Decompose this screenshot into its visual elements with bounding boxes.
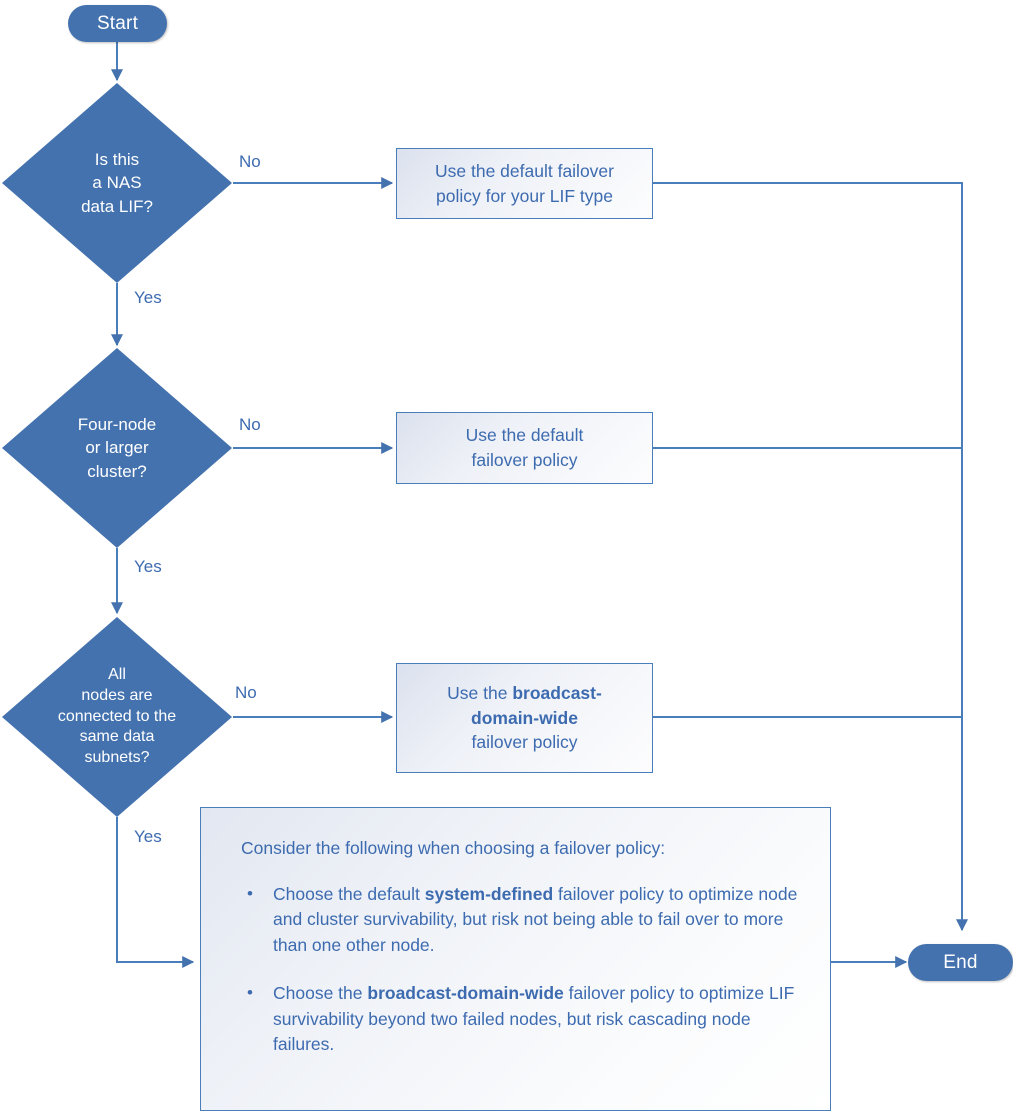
decision3-line5: subnets?	[84, 749, 150, 767]
edge-label-decision1-no: No	[239, 152, 261, 171]
node-decision1-label: Is this a NAS data LIF?	[2, 83, 232, 283]
edge-label-decision3-yes: Yes	[134, 827, 162, 846]
node-decision-is-nas-data-lif[interactable]: Is this a NAS data LIF?	[2, 83, 232, 283]
node-end-label: End	[943, 951, 978, 973]
bullet1-part1: Choose the default	[273, 883, 425, 904]
node-decision2-label: Four-node or larger cluster?	[2, 348, 232, 548]
edge-label-decision3-no: No	[235, 683, 257, 702]
node-start-label: Start	[96, 12, 139, 34]
bullet1-bold: system-defined	[424, 883, 554, 904]
decision1-line2: a NAS	[92, 173, 142, 193]
node-process-broadcast-domain-wide-failover-policy[interactable]: Use the broadcast- domain-wide failover …	[396, 663, 653, 773]
note-bullet-item: Choose the default system-defined failov…	[247, 882, 804, 959]
process2-line1: Use the default	[465, 425, 584, 446]
process2-text: Use the default failover policy	[466, 423, 584, 473]
node-decision-all-nodes-same-data-subnets[interactable]: All nodes are connected to the same data…	[2, 617, 232, 817]
note-lead-text: Consider the following when choosing a f…	[241, 838, 666, 858]
process2-line2: failover policy	[471, 450, 578, 470]
process3-pre: Use the	[447, 682, 513, 703]
node-process-use-default-failover-policy[interactable]: Use the default failover policy	[396, 412, 653, 484]
process3-bold2: domain-wide	[471, 707, 578, 728]
bullet2-part1: Choose the	[273, 982, 368, 1003]
decision2-line1: Four-node	[77, 414, 157, 434]
node-end[interactable]: End	[908, 944, 1013, 981]
edge-label-decision1-yes: Yes	[134, 288, 162, 307]
note-bullet-list: Choose the default system-defined failov…	[241, 882, 804, 1058]
decision1-line1: Is this	[94, 149, 140, 169]
note-failover-policy-considerations: Consider the following when choosing a f…	[200, 807, 831, 1111]
bullet2-bold: broadcast-domain-wide	[367, 982, 564, 1003]
edge-label-decision2-yes: Yes	[134, 557, 162, 576]
decision3-line1: All	[108, 666, 126, 683]
decision2-line2: or larger	[85, 438, 149, 458]
node-decision3-label: All nodes are connected to the same data…	[2, 617, 232, 817]
process3-bold1: broadcast-	[512, 682, 602, 703]
decision2-line3: cluster?	[87, 461, 147, 481]
node-process-default-failover-policy-for-lif-type[interactable]: Use the default failover policy for your…	[396, 148, 653, 219]
process1-line1: Use the default failover	[435, 160, 614, 181]
edge-label-decision2-no: No	[239, 415, 261, 434]
bullet2-part2: failover policy to optimize LIF survivab…	[273, 982, 795, 1055]
decision1-line3: data LIF?	[81, 196, 153, 216]
process1-text: Use the default failover policy for your…	[435, 159, 614, 209]
node-start[interactable]: Start	[68, 5, 167, 42]
process1-line2: policy for your LIF type	[435, 185, 614, 206]
process3-text: Use the broadcast- domain-wide failover …	[447, 681, 602, 756]
decision3-line4: same data	[79, 728, 155, 746]
decision3-line3: connected to the	[57, 707, 177, 725]
decision3-line2: nodes are	[81, 686, 153, 704]
bullet1-part2: failover policy to optimize node and clu…	[273, 883, 798, 956]
node-decision-four-node-or-larger-cluster[interactable]: Four-node or larger cluster?	[2, 348, 232, 548]
note-bullet-item: Choose the broadcast-domain-wide failove…	[247, 981, 804, 1058]
process3-post: failover policy	[471, 732, 578, 753]
